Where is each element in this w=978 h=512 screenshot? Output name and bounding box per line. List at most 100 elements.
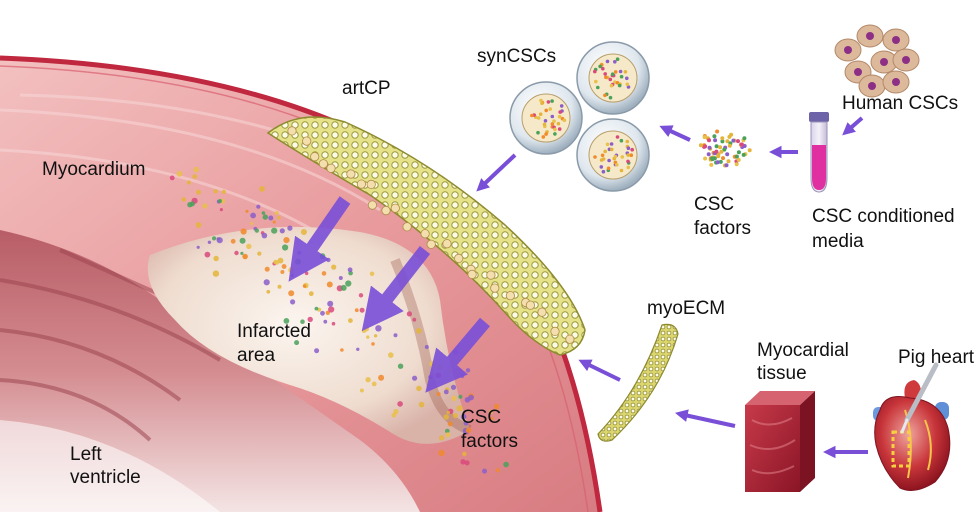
- csc-factor-dot: [300, 229, 307, 235]
- sphere-particle: [556, 121, 561, 126]
- patch-cell: [287, 126, 297, 136]
- patch-cell: [565, 334, 575, 344]
- sphere-particle: [619, 168, 624, 173]
- sphere-particle: [559, 104, 564, 108]
- csc-factor-dot: [331, 264, 337, 270]
- sphere-particle: [599, 165, 604, 169]
- csc-factor-dot: [460, 413, 467, 420]
- myocardial-tissue-block: [745, 391, 815, 492]
- myoecm-strip: [597, 323, 679, 442]
- csc-factor-dot: [219, 208, 223, 212]
- csc-factor-dot: [458, 394, 463, 399]
- csc-factor-dot: [488, 409, 493, 414]
- csc-factor-dot: [464, 460, 470, 466]
- artcp-label: artCP: [342, 78, 391, 99]
- tube-cap: [809, 112, 829, 122]
- csc-factor-dot: [314, 306, 319, 311]
- csc-factor-dot: [450, 384, 457, 390]
- csc-factor-dot: [176, 170, 183, 177]
- csc-factor-dot: [290, 299, 296, 305]
- sphere-particle: [536, 130, 540, 135]
- sphere-particle: [618, 69, 623, 74]
- patch-cell: [310, 152, 320, 162]
- patch-cell: [490, 283, 500, 293]
- sphere-particle: [615, 135, 620, 139]
- sphere-particle: [609, 83, 614, 88]
- human-csc-nucleus: [868, 82, 876, 90]
- csc-factor-dot: [216, 237, 223, 244]
- sphere-particle: [601, 157, 606, 161]
- csc-factor-dot: [365, 377, 371, 383]
- csc-factor-dot: [262, 214, 268, 220]
- csc-factor-dot: [250, 221, 254, 225]
- sphere-particle: [610, 147, 614, 152]
- factor-particle: [731, 138, 736, 143]
- patch-cell: [346, 169, 356, 179]
- csc-factor-dot: [429, 360, 436, 367]
- human-csc-nucleus: [880, 58, 888, 66]
- patch-cell: [366, 179, 376, 189]
- csc-factors-top-label-line1: CSC: [694, 194, 735, 215]
- sphere-particle: [620, 155, 625, 159]
- csc-factor-dot: [446, 410, 450, 415]
- sphere-particle: [550, 114, 555, 119]
- csc-factor-dot: [266, 289, 271, 294]
- sphere-particle: [608, 95, 613, 100]
- sphere-particle: [541, 135, 546, 139]
- sphere-particle: [613, 70, 618, 74]
- csc-factor-dot: [468, 394, 474, 401]
- csc-factor-dot: [202, 203, 208, 209]
- patch-cell: [486, 270, 496, 280]
- factor-particle: [742, 136, 747, 141]
- sphere-particle: [540, 101, 544, 105]
- factor-particle: [720, 136, 725, 141]
- sphere-particle: [606, 166, 611, 171]
- sphere-particle: [625, 76, 629, 81]
- csc-factor-dot: [366, 335, 370, 339]
- sphere-particle: [603, 93, 607, 98]
- patch-cell: [467, 269, 477, 279]
- csc-factor-dot: [465, 427, 472, 434]
- sphere-particle: [625, 139, 630, 144]
- factor-particle: [716, 154, 721, 159]
- human-cscs-label: Human CSCs: [842, 93, 959, 114]
- csc-factor-dot: [445, 428, 450, 434]
- csc-factor-dot: [169, 175, 175, 181]
- scalpel-blade: [900, 418, 909, 434]
- scalpel-icon: [904, 362, 939, 423]
- csc-factor-dot: [264, 266, 270, 272]
- sphere-particle: [542, 122, 547, 127]
- diffusion-arrow-2: [361, 246, 431, 332]
- sphere-particle: [603, 72, 607, 76]
- sphere-particle: [593, 155, 597, 159]
- sphere-particle: [617, 83, 622, 88]
- sphere-particle: [562, 118, 567, 123]
- csc-factor-dot: [213, 255, 219, 262]
- csc-factor-dot: [460, 459, 466, 465]
- csc-factor-dot: [359, 388, 364, 393]
- csc-factor-dot: [259, 186, 265, 192]
- csc-factor-dot: [213, 189, 218, 194]
- csc-factor-dot: [193, 166, 199, 173]
- artcp-patch: [266, 116, 586, 356]
- csc-factor-dot: [340, 284, 347, 291]
- sphere-particle: [530, 113, 534, 118]
- csc-factor-dot: [221, 189, 226, 194]
- factor-particle: [725, 152, 730, 157]
- csc-factor-dot: [246, 243, 252, 250]
- csc-factor-dot: [307, 316, 313, 323]
- factor-particle: [719, 149, 724, 154]
- csc-factor-dot: [274, 211, 279, 215]
- sphere-particle: [550, 122, 555, 126]
- sphere-particle: [539, 98, 543, 103]
- csc-factor-dot: [254, 228, 259, 233]
- factor-particle: [703, 156, 708, 161]
- csc-factor-dot: [406, 311, 412, 317]
- csc-factor-dot: [452, 413, 458, 419]
- csc-factor-dot: [462, 451, 467, 457]
- csc-factor-dot: [354, 308, 359, 313]
- csc-factor-dot: [314, 348, 320, 354]
- sphere-particle: [623, 70, 628, 74]
- human-csc-nucleus: [902, 56, 910, 64]
- csc-factor-dot: [424, 345, 429, 349]
